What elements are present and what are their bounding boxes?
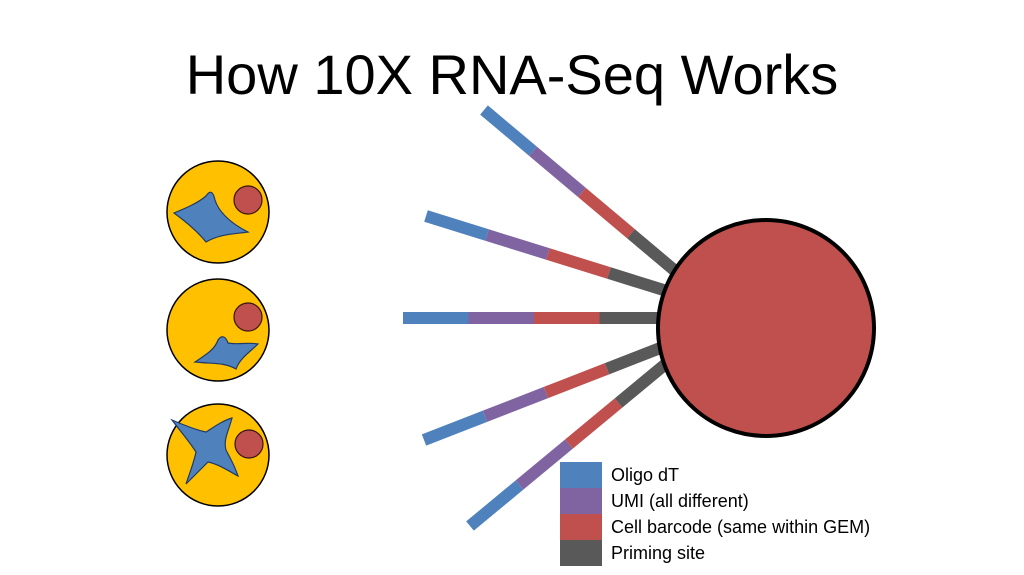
legend-item-umi: UMI (all different) <box>560 488 920 514</box>
cell-barcode-segment <box>543 363 610 399</box>
cells-group <box>166 160 270 507</box>
oligos-group <box>403 105 684 531</box>
cell-cytoskeleton <box>170 417 240 485</box>
legend-swatch <box>560 462 602 488</box>
legend-item-cell-barcode: Cell barcode (same within GEM) <box>560 514 920 540</box>
oligo-strand-5 <box>466 357 672 531</box>
cell-nucleus <box>233 185 263 215</box>
legend-item-priming-site: Priming site <box>560 540 920 566</box>
oligo-strand-4 <box>421 339 671 446</box>
legend-item-oligo-dt: Oligo dT <box>560 462 920 488</box>
gel-bead <box>656 218 876 438</box>
umi-segment <box>485 229 550 260</box>
legend-swatch <box>560 514 602 540</box>
oligo-dt-segment <box>466 480 524 531</box>
oligo-strand-1 <box>480 105 684 280</box>
cell-barcode-segment <box>565 398 623 449</box>
cell-cytoskeleton <box>193 336 260 370</box>
cell-barcode-segment <box>546 248 611 279</box>
umi-segment <box>515 439 573 490</box>
bead-group <box>656 218 876 438</box>
cell-2 <box>166 278 270 382</box>
slide-title: How 10X RNA-Seq Works <box>185 43 839 106</box>
cell-barcode-segment <box>578 187 635 239</box>
cell-nucleus <box>234 429 264 459</box>
legend-label: Oligo dT <box>611 465 680 485</box>
oligo-dt-segment <box>424 210 489 241</box>
umi-segment <box>529 146 586 198</box>
priming-site-segment <box>614 357 672 408</box>
priming-site-segment <box>627 229 684 280</box>
legend-swatch <box>560 488 602 514</box>
legend-label: Cell barcode (same within GEM) <box>611 517 871 537</box>
legend: Oligo dT UMI (all different) Cell barcode … <box>560 462 920 566</box>
cell-1 <box>166 160 270 264</box>
legend-label: UMI (all different) <box>611 491 749 511</box>
oligo-dt-segment <box>421 410 488 446</box>
oligo-dt-segment <box>480 105 537 156</box>
legend-swatch <box>560 540 602 566</box>
cell-3 <box>166 403 270 507</box>
cell-nucleus <box>233 302 263 332</box>
priming-site-segment <box>607 267 672 298</box>
oligo-strand-2 <box>424 210 672 298</box>
legend-label: Priming site <box>611 543 706 563</box>
umi-segment <box>482 386 549 422</box>
priming-site-segment <box>604 339 671 375</box>
cell-cytoskeleton <box>172 191 250 243</box>
